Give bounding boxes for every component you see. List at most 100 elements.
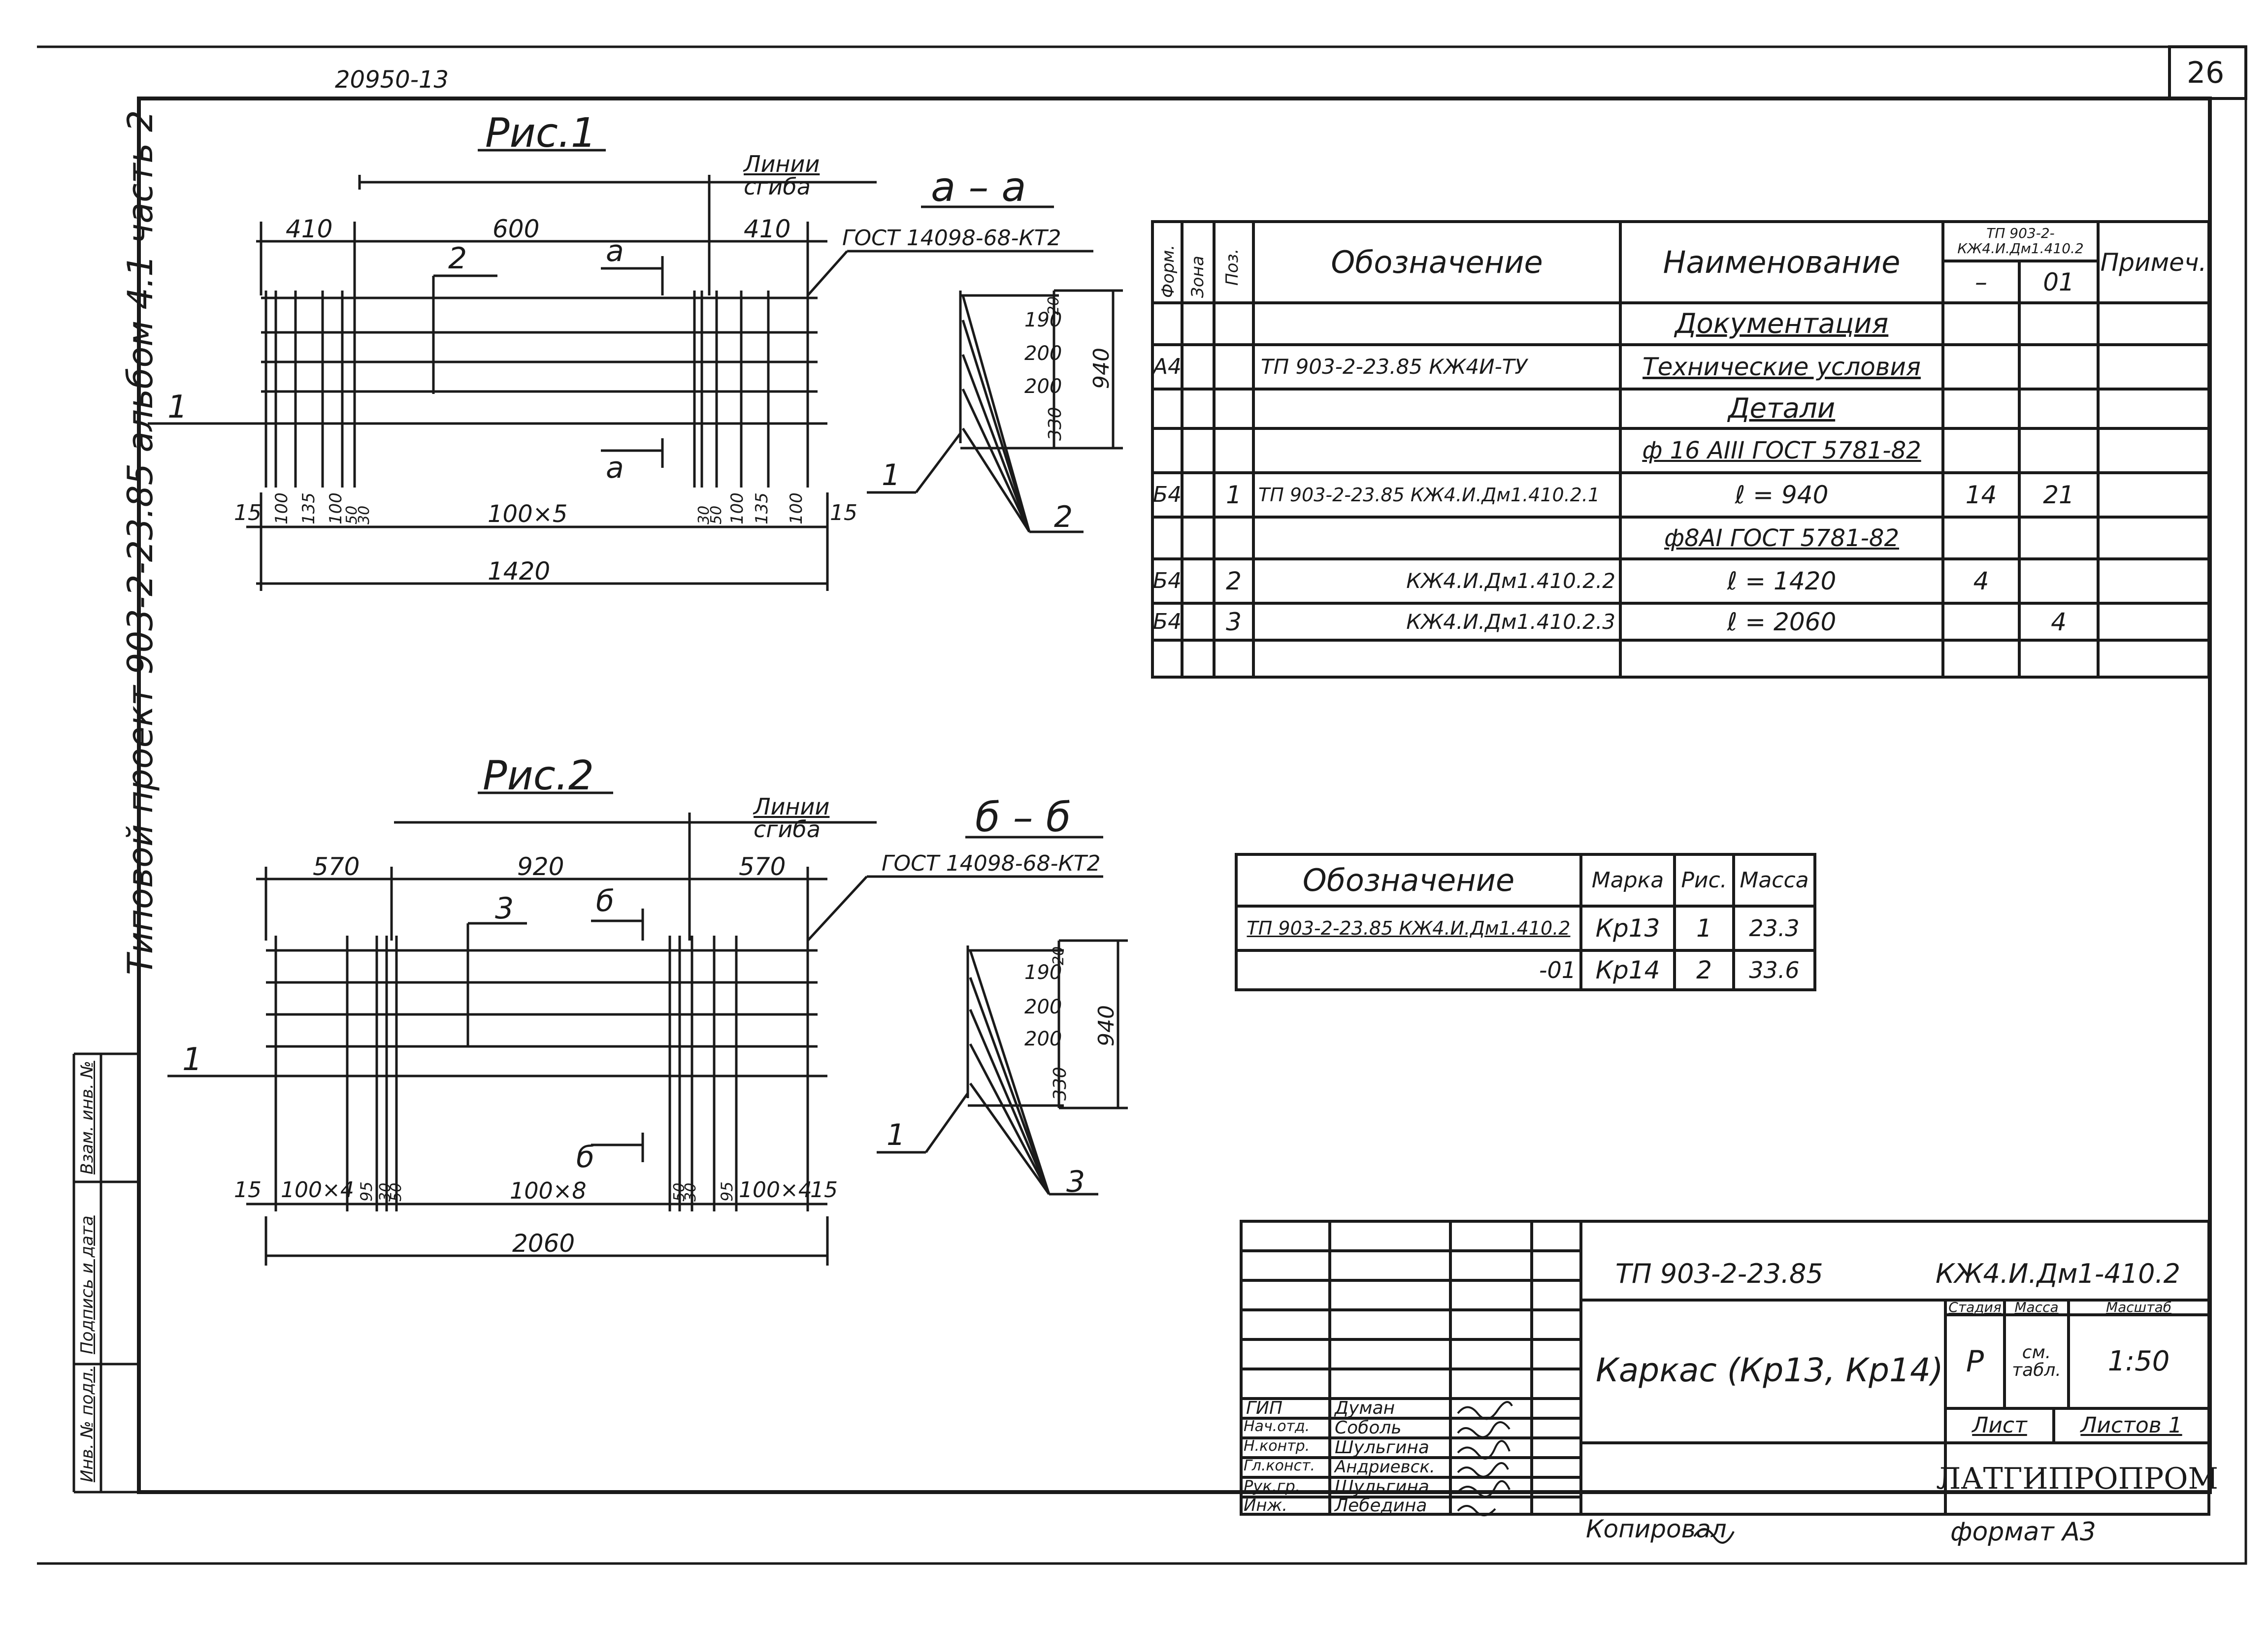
fig1-title: Рис.1 [485, 110, 597, 157]
fig1-section-mark-top: а [606, 234, 624, 268]
title-sheets-header: Листов 1 [2080, 1413, 2182, 1438]
mass-row-1-fig: 1 [1696, 914, 1712, 943]
title-sheet-header: Лист [1972, 1413, 2027, 1438]
spec-row-6-designation: КЖ4.И.Дм1.410.2.2 [1406, 569, 1615, 593]
fig2-bottom-dim-10: 100×4 [739, 1177, 812, 1203]
fig1-sec-dim-4: 200 [1024, 375, 1062, 398]
fig2-bend-line-1: Линии [754, 793, 830, 820]
spec-row-1-designation: ТП 903-2-23.85 КЖ4И-ТУ [1261, 355, 1527, 379]
fig2-section-title: б – б [975, 794, 1071, 841]
fig1-section-mark-bottom: а [606, 451, 624, 485]
fig2-bottom-dim-1: 15 [234, 1177, 262, 1203]
mass-row-2-mass: 33.6 [1749, 957, 1800, 983]
fig2-top-dim-3: 570 [739, 852, 786, 881]
mass-header-mass: Масса [1740, 867, 1809, 893]
signer-role-2: Нач.отд. [1244, 1418, 1310, 1435]
mass-header-designation: Обозначение [1302, 862, 1515, 898]
fig2-gost: ГОСТ 14098-68-КТ2 [882, 851, 1101, 876]
fig2-bottom-dim-6: 100×8 [510, 1177, 587, 1204]
spec-header-designation: Обозначение [1331, 244, 1543, 280]
fig1-top-dim-1: 410 [286, 215, 333, 243]
mass-row-1-mark: Кр13 [1595, 914, 1660, 943]
signer-role-6: Инж. [1244, 1496, 1288, 1515]
doc-code: 20950-13 [335, 66, 449, 94]
spec-row-4-qa: 14 [1965, 481, 1997, 509]
spec-row-4-format: Б4 [1152, 482, 1182, 507]
mass-header-mark: Марка [1591, 867, 1664, 893]
title-name: Каркас (Кр13, Кр14) [1596, 1351, 1943, 1389]
fig2-sec-dim-3: 200 [1024, 996, 1062, 1018]
signer-name-5: Шульгина [1335, 1477, 1429, 1497]
signer-name-6: Лебедина [1335, 1496, 1427, 1516]
sheet-number: 26 [2187, 56, 2225, 90]
spec-row-7-name: ℓ = 2060 [1727, 607, 1837, 636]
fig1-bend-line-2: сгиба [744, 173, 811, 200]
spec-row-4-qb: 21 [2043, 481, 2074, 509]
mass-row-1-designation: ТП 903-2-23.85 КЖ4.И.Дм1.410.2 [1247, 917, 1571, 939]
spec-row-7-format: Б4 [1152, 609, 1182, 634]
fig1-top-dim-2: 600 [493, 215, 540, 243]
fig1-top-dim-3: 410 [744, 215, 791, 243]
signer-role-1: ГИП [1246, 1398, 1283, 1418]
mass-header-fig: Рис. [1681, 867, 1727, 893]
spec-row-4-pos: 1 [1226, 481, 1242, 509]
signer-role-4: Гл.конст. [1244, 1457, 1315, 1474]
fig2-sec-pos2: 3 [1066, 1165, 1085, 1199]
signer-role-5: Рук.гр. [1244, 1477, 1301, 1496]
fig2-sec-pos1: 1 [887, 1118, 906, 1152]
title-scale: 1:50 [2107, 1345, 2170, 1377]
fig2-top-dim-2: 920 [517, 852, 564, 881]
spec-table-grid [1151, 220, 2210, 679]
mass-row-2-designation: -01 [1539, 957, 1576, 983]
fig2-sec-dim-2: 190 [1024, 961, 1062, 984]
spec-row-7-pos: 3 [1226, 607, 1242, 636]
spec-row-2-name: Детали [1728, 392, 1836, 424]
fig2-total: 2060 [512, 1229, 575, 1258]
title-scale-header: Масштаб [2105, 1299, 2172, 1315]
spec-row-7-designation: КЖ4.И.Дм1.410.2.3 [1406, 609, 1615, 634]
fig2-section-mark-top: б [596, 884, 615, 918]
signer-name-4: Андриевск. [1335, 1457, 1435, 1477]
fig1-bend-line-1: Линии [744, 151, 820, 177]
fig2-top-dim-1: 570 [313, 852, 360, 881]
outer-border [37, 45, 2247, 1565]
fig1-gost: ГОСТ 14098-68-КТ2 [842, 226, 1061, 251]
fig1-pos-left: 1 [167, 389, 188, 425]
spec-row-0-name: Документация [1675, 307, 1889, 340]
fig2-sec-dim-4: 200 [1024, 1028, 1062, 1050]
fig1-bottom-dim-7: 100×5 [488, 500, 568, 528]
spec-row-6-qa: 4 [1973, 567, 1989, 595]
fig2-section-mark-bottom: б [576, 1140, 595, 1174]
format-label: формат А3 [1950, 1517, 2096, 1547]
inner-frame [137, 97, 2212, 1494]
title-organization: ЛАТГИПРОПРОМ [1936, 1461, 2218, 1496]
spec-row-4-name: ℓ = 940 [1735, 481, 1829, 509]
spec-row-7-qb: 4 [2051, 607, 2067, 636]
spec-row-5-name: ф8АI ГОСТ 5781-82 [1664, 524, 1899, 552]
fig1-bottom-dim-13: 15 [830, 500, 857, 525]
fig2-bend-line-2: сгиба [754, 816, 821, 843]
mass-table-grid [1235, 853, 1816, 991]
title-code: КЖ4.И.Дм1-410.2 [1936, 1258, 2180, 1289]
fig1-sec-pos2: 2 [1054, 500, 1073, 534]
fig2-linework [167, 791, 1128, 1266]
spec-row-1-name: Технические условия [1643, 353, 1921, 381]
fig2-pos-left: 1 [182, 1042, 202, 1078]
title-stage-header: Стадия [1948, 1299, 2002, 1315]
spec-header-note: Примеч. [2100, 248, 2207, 277]
fig2-title: Рис.2 [483, 752, 594, 799]
signer-name-1: Думан [1335, 1398, 1395, 1418]
sheet-number-box [2168, 45, 2247, 100]
spec-row-6-format: Б4 [1152, 568, 1182, 593]
spec-row-3-name: ф 16 АIII ГОСТ 5781-82 [1642, 437, 1921, 464]
spec-header-qty-b: 01 [2043, 267, 2074, 296]
fig2-pos-bar: 3 [495, 891, 514, 926]
fig1-pos-bar: 2 [448, 241, 467, 276]
fig1-bottom-dim-1: 15 [234, 500, 262, 525]
fig2-bottom-dim-2: 100×4 [281, 1177, 354, 1203]
title-project: ТП 903-2-23.85 [1615, 1258, 1823, 1289]
left-strip-lines [72, 1052, 139, 1494]
title-stage: Р [1966, 1344, 1984, 1379]
